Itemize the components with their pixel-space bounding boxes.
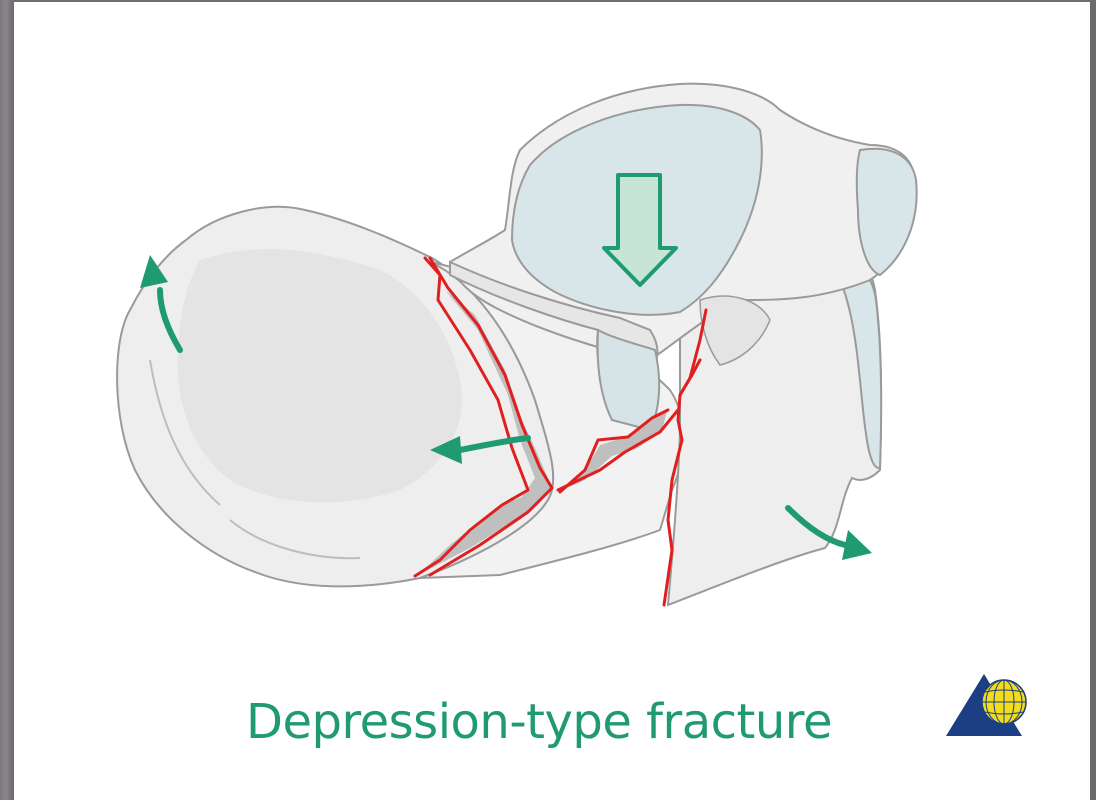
figure-caption: Depression-type fracture xyxy=(246,694,832,750)
globe-triangle-logo xyxy=(944,668,1030,740)
arrow-head-icon xyxy=(842,530,872,560)
anterior-facet xyxy=(857,149,917,275)
